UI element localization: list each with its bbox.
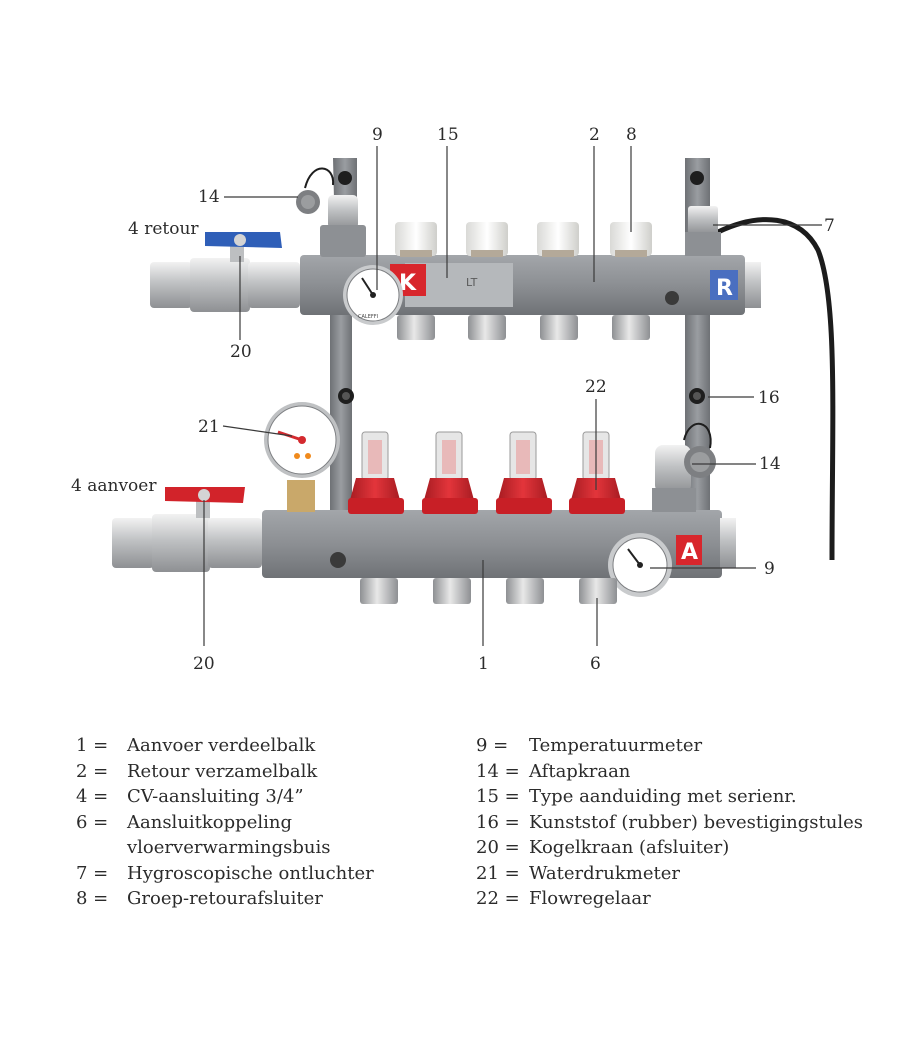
callout-2: 2 (589, 125, 600, 145)
legend-number: 16 = (476, 811, 520, 833)
callout-15: 15 (437, 125, 459, 145)
vent-hose (716, 217, 836, 561)
legend-text: Kunststof (rubber) bevestigingstules (529, 811, 863, 833)
legend-text: Temperatuurmeter (529, 735, 703, 756)
supply-outlets (360, 578, 617, 604)
manifold-diagram: LT K R (71, 125, 836, 674)
return-bar: LT K R (300, 255, 761, 315)
callout-22: 22 (585, 377, 607, 397)
air-vent (685, 206, 721, 256)
legend-number: 6 = (76, 811, 109, 833)
legend-text: Aftapkraan (529, 760, 631, 782)
legend-number: 2 = (76, 760, 109, 782)
legend-number: 20 = (476, 837, 520, 858)
legend-number: 15 = (476, 786, 520, 807)
return-outlets (397, 315, 650, 340)
legend-number: 22 = (476, 888, 520, 909)
supply-ball-valve (112, 487, 262, 572)
legend-text: Groep-retourafsluiter (127, 888, 323, 909)
callout-20-bottom: 20 (193, 654, 215, 674)
plate-a-label: A (681, 540, 698, 565)
callout-7: 7 (824, 216, 835, 236)
legend-text: Flowregelaar (529, 888, 651, 909)
drain-valve-top (296, 167, 366, 257)
callout-20-top: 20 (230, 342, 252, 362)
legend-number: 8 = (76, 888, 109, 909)
callout-9-bottom: 9 (764, 559, 775, 579)
legend-text: CV-aansluiting 3/4” (127, 786, 304, 807)
return-valve-caps (395, 222, 652, 257)
callout-9-top: 9 (372, 125, 383, 145)
plate-r (710, 270, 738, 300)
legend-text: Aanvoer verdeelbalk (127, 735, 316, 756)
plate-a (676, 535, 702, 565)
gauge-brand-top: CALEFFI (358, 314, 378, 320)
leader-lines (203, 146, 822, 646)
legend-text: Type aanduiding met serienr. (529, 786, 797, 807)
flow-regulators (348, 431, 625, 514)
plate-k-label: K (399, 271, 417, 296)
legend-text: Aansluitkoppeling (127, 811, 292, 833)
callout-16: 16 (758, 388, 780, 408)
temperature-gauge-bottom (608, 533, 672, 597)
legend-number: 9 = (476, 735, 509, 756)
callout-6: 6 (590, 654, 601, 674)
callout-4-aanvoer: 4 aanvoer (71, 476, 157, 496)
type-plate-text: LT (466, 276, 478, 289)
callout-4-retour: 4 retour (128, 219, 199, 239)
callout-8: 8 (626, 125, 637, 145)
legend-text: vloerverwarmingsbuis (127, 837, 331, 858)
legend-number: 1 = (76, 735, 109, 756)
callout-14-mid: 14 (759, 454, 781, 474)
legend-number: 14 = (476, 760, 520, 782)
supply-bar: A (262, 510, 736, 578)
legend-text: Hygroscopische ontluchter (127, 862, 374, 884)
plate-r-label: R (716, 276, 733, 301)
legend-text: Retour verzamelbalk (127, 760, 318, 782)
legend-text: Kogelkraan (afsluiter) (529, 837, 730, 858)
callout-21: 21 (198, 417, 220, 437)
legend-text: Waterdrukmeter (529, 862, 680, 884)
temperature-gauge-top: CALEFFI (343, 265, 403, 325)
callout-1: 1 (478, 654, 489, 674)
drain-valve-bottom (652, 422, 716, 512)
legend-number: 4 = (76, 786, 109, 807)
legend-number: 7 = (76, 862, 109, 884)
callout-14-top: 14 (198, 187, 220, 207)
return-ball-valve (150, 232, 300, 312)
manifold-illustration: LT K R (112, 146, 836, 646)
pressure-gauge (264, 402, 340, 512)
legend-number: 21 = (476, 862, 520, 884)
